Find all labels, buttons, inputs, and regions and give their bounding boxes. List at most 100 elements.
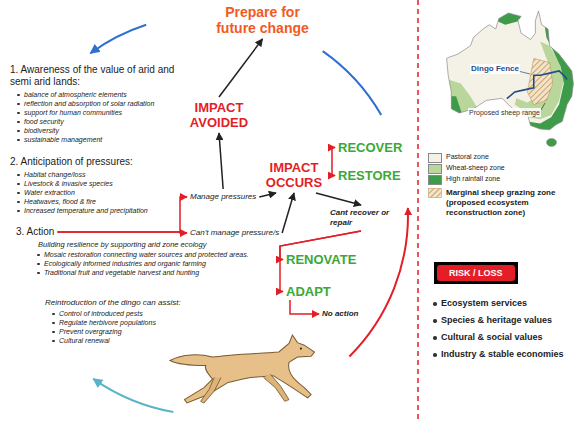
legend-text: Marginal sheep grazing zone (proposed ec… xyxy=(446,188,566,218)
option-text: Manage pressures xyxy=(190,192,256,202)
node-heading: Can't manage pressure/s xyxy=(190,228,279,238)
cycle-arc xyxy=(349,208,408,356)
legend-text: Wheat-sheep zone xyxy=(446,163,505,173)
marginal-zone xyxy=(527,58,552,104)
divider-line xyxy=(417,0,419,423)
node-heading: Cant recover or repair xyxy=(330,208,392,228)
connector-arrow xyxy=(290,300,319,314)
node-item: food security xyxy=(10,117,185,126)
option-text: Can't manage pressure/s xyxy=(190,228,279,238)
tasmania xyxy=(547,138,557,146)
node-heading: Reintroduction of the dingo can assist: xyxy=(45,298,195,308)
node-item: Cultural renewal xyxy=(45,336,195,345)
hatch-sample xyxy=(429,189,442,198)
node-item: Building resilience by supporting arid z… xyxy=(16,240,266,250)
node-item: Traditional fruit and vegetable harvest … xyxy=(16,268,266,277)
cycle-arrows xyxy=(90,25,408,412)
outcome-text: IMPACT OCCURS xyxy=(262,160,326,190)
node-item: support for human communities xyxy=(10,108,185,117)
dingo-leg xyxy=(201,378,221,404)
node-heading: RENOVATE xyxy=(286,252,356,267)
step-block: 1. Awareness of the value of arid and se… xyxy=(10,64,185,144)
cycle-arc xyxy=(323,51,381,115)
node-item: biodiversity xyxy=(10,126,185,135)
risk-box: RISK / LOSS xyxy=(434,262,518,284)
legend-swatch xyxy=(428,153,442,163)
risk-item: Ecosystem services xyxy=(432,298,527,309)
connector-arrow xyxy=(219,39,263,97)
dingo-block: Reintroduction of the dingo can assist:C… xyxy=(45,298,195,345)
node-heading: Manage pressures xyxy=(190,192,256,202)
high-rainfall-zone xyxy=(445,96,462,117)
node-item: Control of introduced pests xyxy=(45,309,195,318)
australia-map xyxy=(445,8,580,155)
node-heading: IMPACT AVOIDED xyxy=(186,100,252,130)
connector-arrow xyxy=(280,231,361,292)
node-heading: RISK / LOSS xyxy=(437,265,515,281)
map-label: Proposed sheep range xyxy=(468,108,541,117)
node-heading: RESTORE xyxy=(338,168,401,183)
dingo-leg xyxy=(264,374,290,401)
node-heading: No action xyxy=(322,309,358,319)
cycle-arc xyxy=(90,25,146,53)
goal-text: Prepare for future change xyxy=(205,4,320,36)
node-item: Livestock & invasive species xyxy=(10,179,185,188)
response-text: RECOVER xyxy=(338,140,402,155)
map-label: Dingo Fence xyxy=(470,64,520,74)
response-text: ADAPT xyxy=(286,284,331,299)
node-heading: ADAPT xyxy=(286,284,331,299)
dingo-fence xyxy=(507,71,567,99)
connector-arrow xyxy=(219,133,223,189)
risk-item: Species & heritage values xyxy=(432,315,552,326)
legend-swatch xyxy=(428,164,442,174)
node-item: Prevent overgrazing xyxy=(45,327,195,336)
cycle-arc xyxy=(93,379,173,412)
node-item: reflection and absorption of solar radia… xyxy=(10,99,185,108)
dingo-illustration xyxy=(170,335,315,403)
node-item: balance of atmospheric elements xyxy=(10,90,185,99)
node-item: Increased temperature and precipitation xyxy=(10,206,185,215)
legend-entry: Wheat-sheep zone xyxy=(428,163,505,174)
map-coastline xyxy=(447,11,574,130)
node-item: Habitat change/loss xyxy=(10,170,185,179)
node-heading: RECOVER xyxy=(338,140,402,155)
connector-arrow xyxy=(259,193,276,197)
step-block: 2. Anticipation of pressures: Habitat cha… xyxy=(10,156,185,215)
node-item: Regulate herbivore populations xyxy=(45,318,195,327)
node-heading: 3. Action xyxy=(16,226,54,238)
dingo-eye xyxy=(300,347,302,349)
connector-arrow xyxy=(57,232,187,233)
legend-entry: High rainfall zone xyxy=(428,174,500,185)
high-rainfall-zone xyxy=(496,8,521,25)
response-text: RENOVATE xyxy=(286,252,356,267)
response-text: RESTORE xyxy=(338,168,401,183)
connector-arrow xyxy=(329,148,335,176)
option-text: No action xyxy=(322,309,358,319)
legend-entry: Marginal sheep grazing zone (proposed ec… xyxy=(428,188,566,218)
node-item: Mosaic restoration connecting water sour… xyxy=(16,250,266,259)
legend-swatch xyxy=(428,175,442,185)
connector-arrow xyxy=(316,193,361,205)
map-land xyxy=(447,11,574,130)
node-heading: 2. Anticipation of pressures: xyxy=(10,156,133,168)
connector-arrow xyxy=(282,193,294,233)
risk-item: Cultural & social values xyxy=(432,332,543,343)
connector-arrow xyxy=(329,174,335,176)
outcome-text: IMPACT AVOIDED xyxy=(186,100,252,130)
dingo-body xyxy=(170,335,315,403)
node-item: Water extraction xyxy=(10,188,185,197)
legend-text: High rainfall zone xyxy=(446,174,500,184)
option-text: Cant recover or repair xyxy=(330,208,392,228)
node-heading: 1. Awareness of the value of arid and se… xyxy=(10,64,185,88)
legend-swatch xyxy=(428,188,442,198)
leader-line xyxy=(541,103,545,110)
risk-item: Industry & stable economies xyxy=(432,349,564,360)
legend-entry: Pastoral zone xyxy=(428,152,489,163)
node-heading: Prepare for future change xyxy=(205,4,320,36)
node-item: sustainable management xyxy=(10,135,185,144)
node-item: Heatwaves, flood & fire xyxy=(10,197,185,206)
node-heading: IMPACT OCCURS xyxy=(262,160,326,190)
legend-text: Pastoral zone xyxy=(446,152,489,162)
